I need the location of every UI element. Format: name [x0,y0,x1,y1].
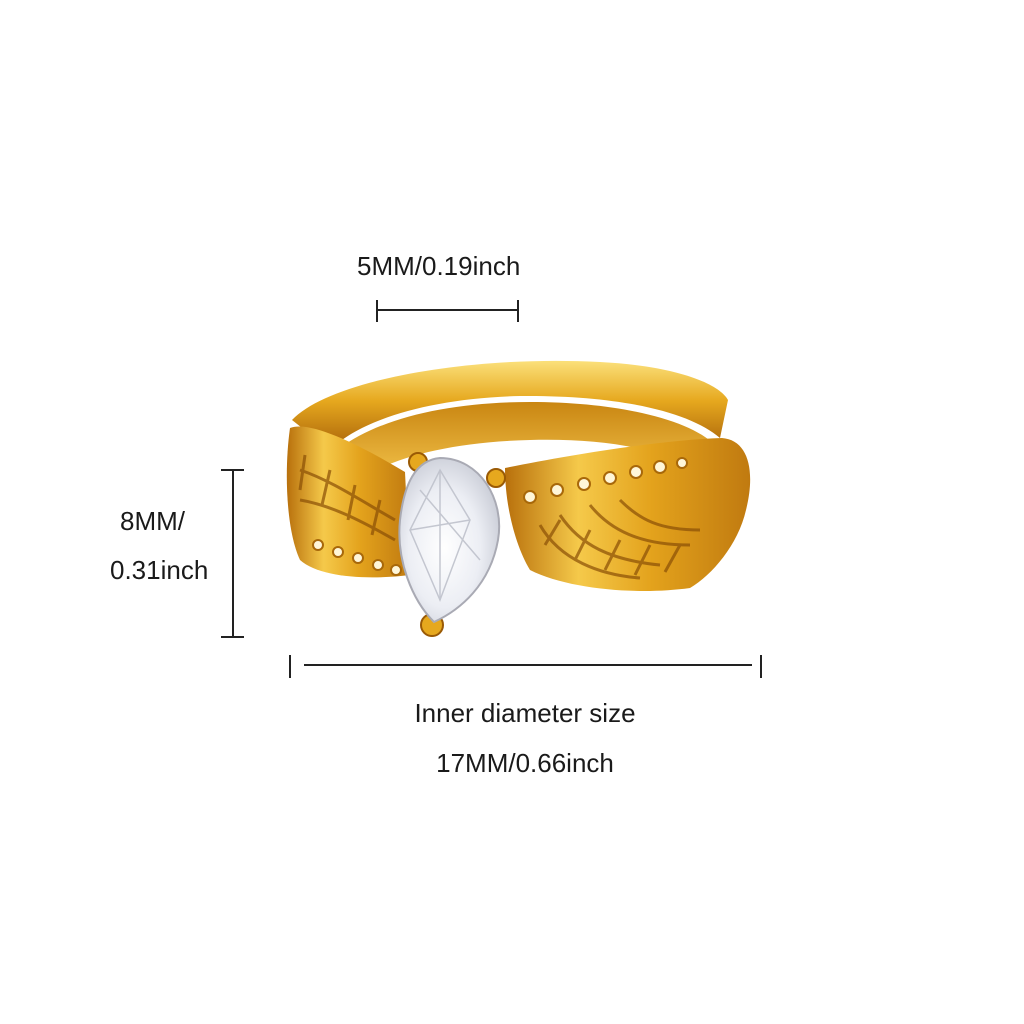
leaf-texture-right [538,498,701,580]
pave-stones-left [312,539,402,576]
stone-facets [409,468,481,603]
inner-diameter-label: Inner diameter size [414,698,636,728]
height-dimension-line [221,469,244,638]
ring-back-band [292,360,728,450]
inner-diameter-value: 17MM/0.66inch [436,748,614,778]
gold-ring [286,360,751,637]
pave-stones-right [523,457,688,504]
ring-inner-surface [340,402,715,480]
width-dimension-line [376,300,519,322]
leaf-texture-left [298,454,396,542]
width-measurement-label: 5MM/0.19inch [357,251,521,281]
height-measurement-label-line1: 8MM/ [120,506,185,536]
height-measurement-label-line2: 0.31inch [110,555,209,585]
pear-cut-stone [398,456,501,624]
ring-right-shoulder [505,438,751,591]
diameter-dimension-line [289,655,762,678]
